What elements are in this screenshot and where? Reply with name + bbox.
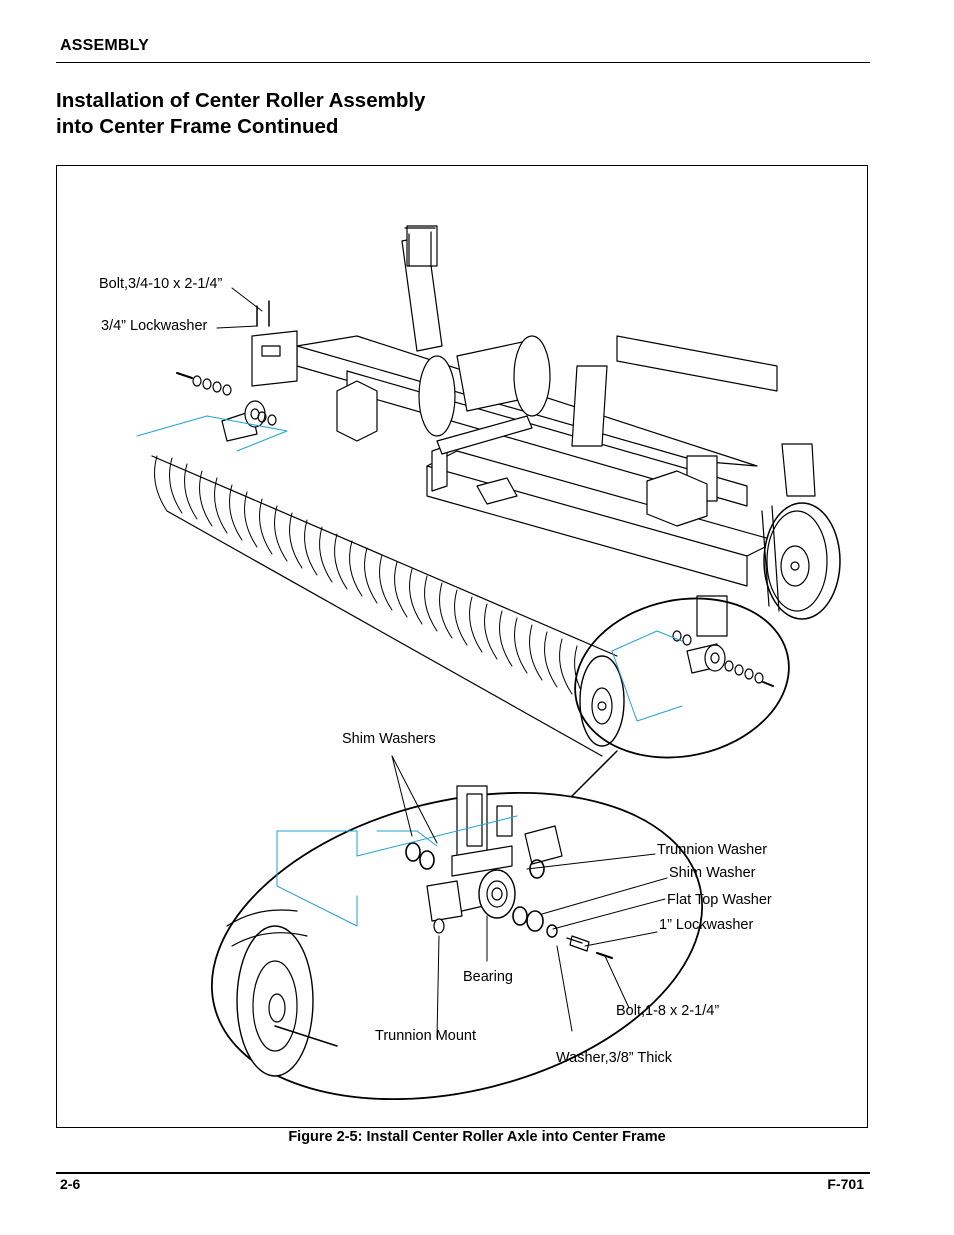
lower-bearing-hardware <box>672 595 774 687</box>
label-bolt-top: Bolt,3/4-10 x 2-1/4” <box>99 276 223 292</box>
label-trunnion-mount: Trunnion Mount <box>375 1028 477 1044</box>
assembly-illustration <box>136 225 841 1101</box>
figure-frame: Bolt,3/4-10 x 2-1/4” 3/4” Lockwasher Shi… <box>56 165 868 1128</box>
header-rule <box>56 62 870 63</box>
document-id: F-701 <box>827 1176 864 1192</box>
label-1in-lockwasher: 1” Lockwasher <box>659 917 754 933</box>
label-bearing: Bearing <box>463 969 513 985</box>
leader-lines <box>216 287 668 1039</box>
label-trunnion-washer: Trunnion Washer <box>657 842 768 858</box>
page-title: Installation of Center Roller Assembly i… <box>56 88 425 140</box>
label-shim-washer: Shim Washer <box>669 865 756 881</box>
enlarged-detail <box>211 785 703 1101</box>
label-washer-thick: Washer,3/8” Thick <box>556 1050 673 1066</box>
page-title-line-1: Installation of Center Roller Assembly <box>56 89 426 112</box>
upper-bearing-hardware <box>176 300 298 442</box>
page-number: 2-6 <box>60 1176 81 1192</box>
label-bolt-bottom: Bolt,1-8 x 2-1/4” <box>616 1003 720 1019</box>
spiked-roller-drawing <box>151 455 625 757</box>
footer-rule <box>56 1172 870 1174</box>
detail-callout-circle <box>574 597 790 759</box>
center-frame-drawing <box>296 225 841 620</box>
figure-caption: Figure 2-5: Install Center Roller Axle i… <box>288 1129 666 1145</box>
label-flat-top-washer: Flat Top Washer <box>667 892 772 908</box>
page-title-line-2: into Center Frame Continued <box>56 115 339 138</box>
section-header: ASSEMBLY <box>60 37 150 54</box>
label-lockwasher-top: 3/4” Lockwasher <box>101 318 208 334</box>
label-shim-washers: Shim Washers <box>342 731 436 747</box>
